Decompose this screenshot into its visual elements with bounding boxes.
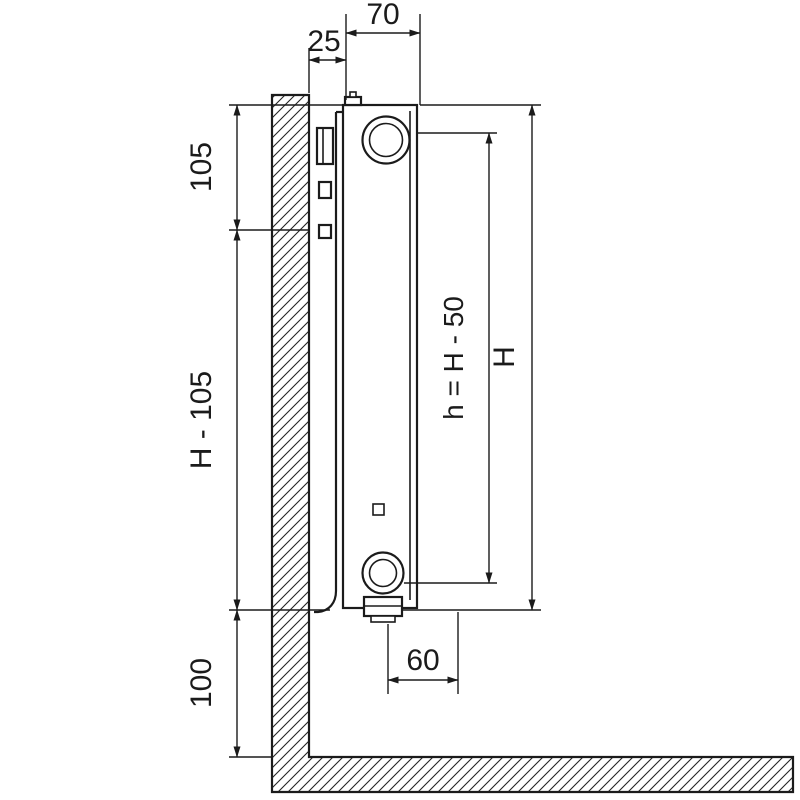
bottom-valve-flange [370,615,396,623]
wall-bracket-mid [317,180,333,200]
top-connection-boss-inner [368,122,404,158]
dim-label-bottom-offset: 60 [406,644,439,677]
wall-floor-hatched-area [270,93,795,794]
dimension-connection-distance: h = H - 50 [404,132,497,584]
air-vent-cap [343,95,363,107]
dim-label-top-offset: 105 [185,142,218,192]
wall-bracket-upper [315,126,335,166]
dim-label-floor-clearance: 100 [185,658,218,708]
dim-label-wall-gap: 25 [307,25,340,58]
dim-label-overall-height: H [488,346,521,368]
dimension-depth: 70 [345,0,421,105]
dimension-bottom-offset: 60 [387,612,459,694]
bottom-connection-boss-inner [368,558,398,588]
dimension-left-chain: 105 H - 105 100 [185,104,343,758]
bottom-connection-boss [361,551,405,595]
radiator-profile [314,91,419,623]
detail-square [372,503,385,516]
dimension-overall-height: H [402,104,541,611]
rear-panel-hook [314,590,338,614]
radiator-body [341,103,419,610]
wall-bracket-lower [317,223,333,240]
dim-label-middle-span: H - 105 [185,371,218,469]
dim-label-depth: 70 [366,0,399,31]
dim-label-connection-distance: h = H - 50 [438,296,469,420]
air-vent-nub [349,91,357,98]
dimension-wall-gap: 25 [307,25,347,93]
wall-floor-section [270,93,795,794]
